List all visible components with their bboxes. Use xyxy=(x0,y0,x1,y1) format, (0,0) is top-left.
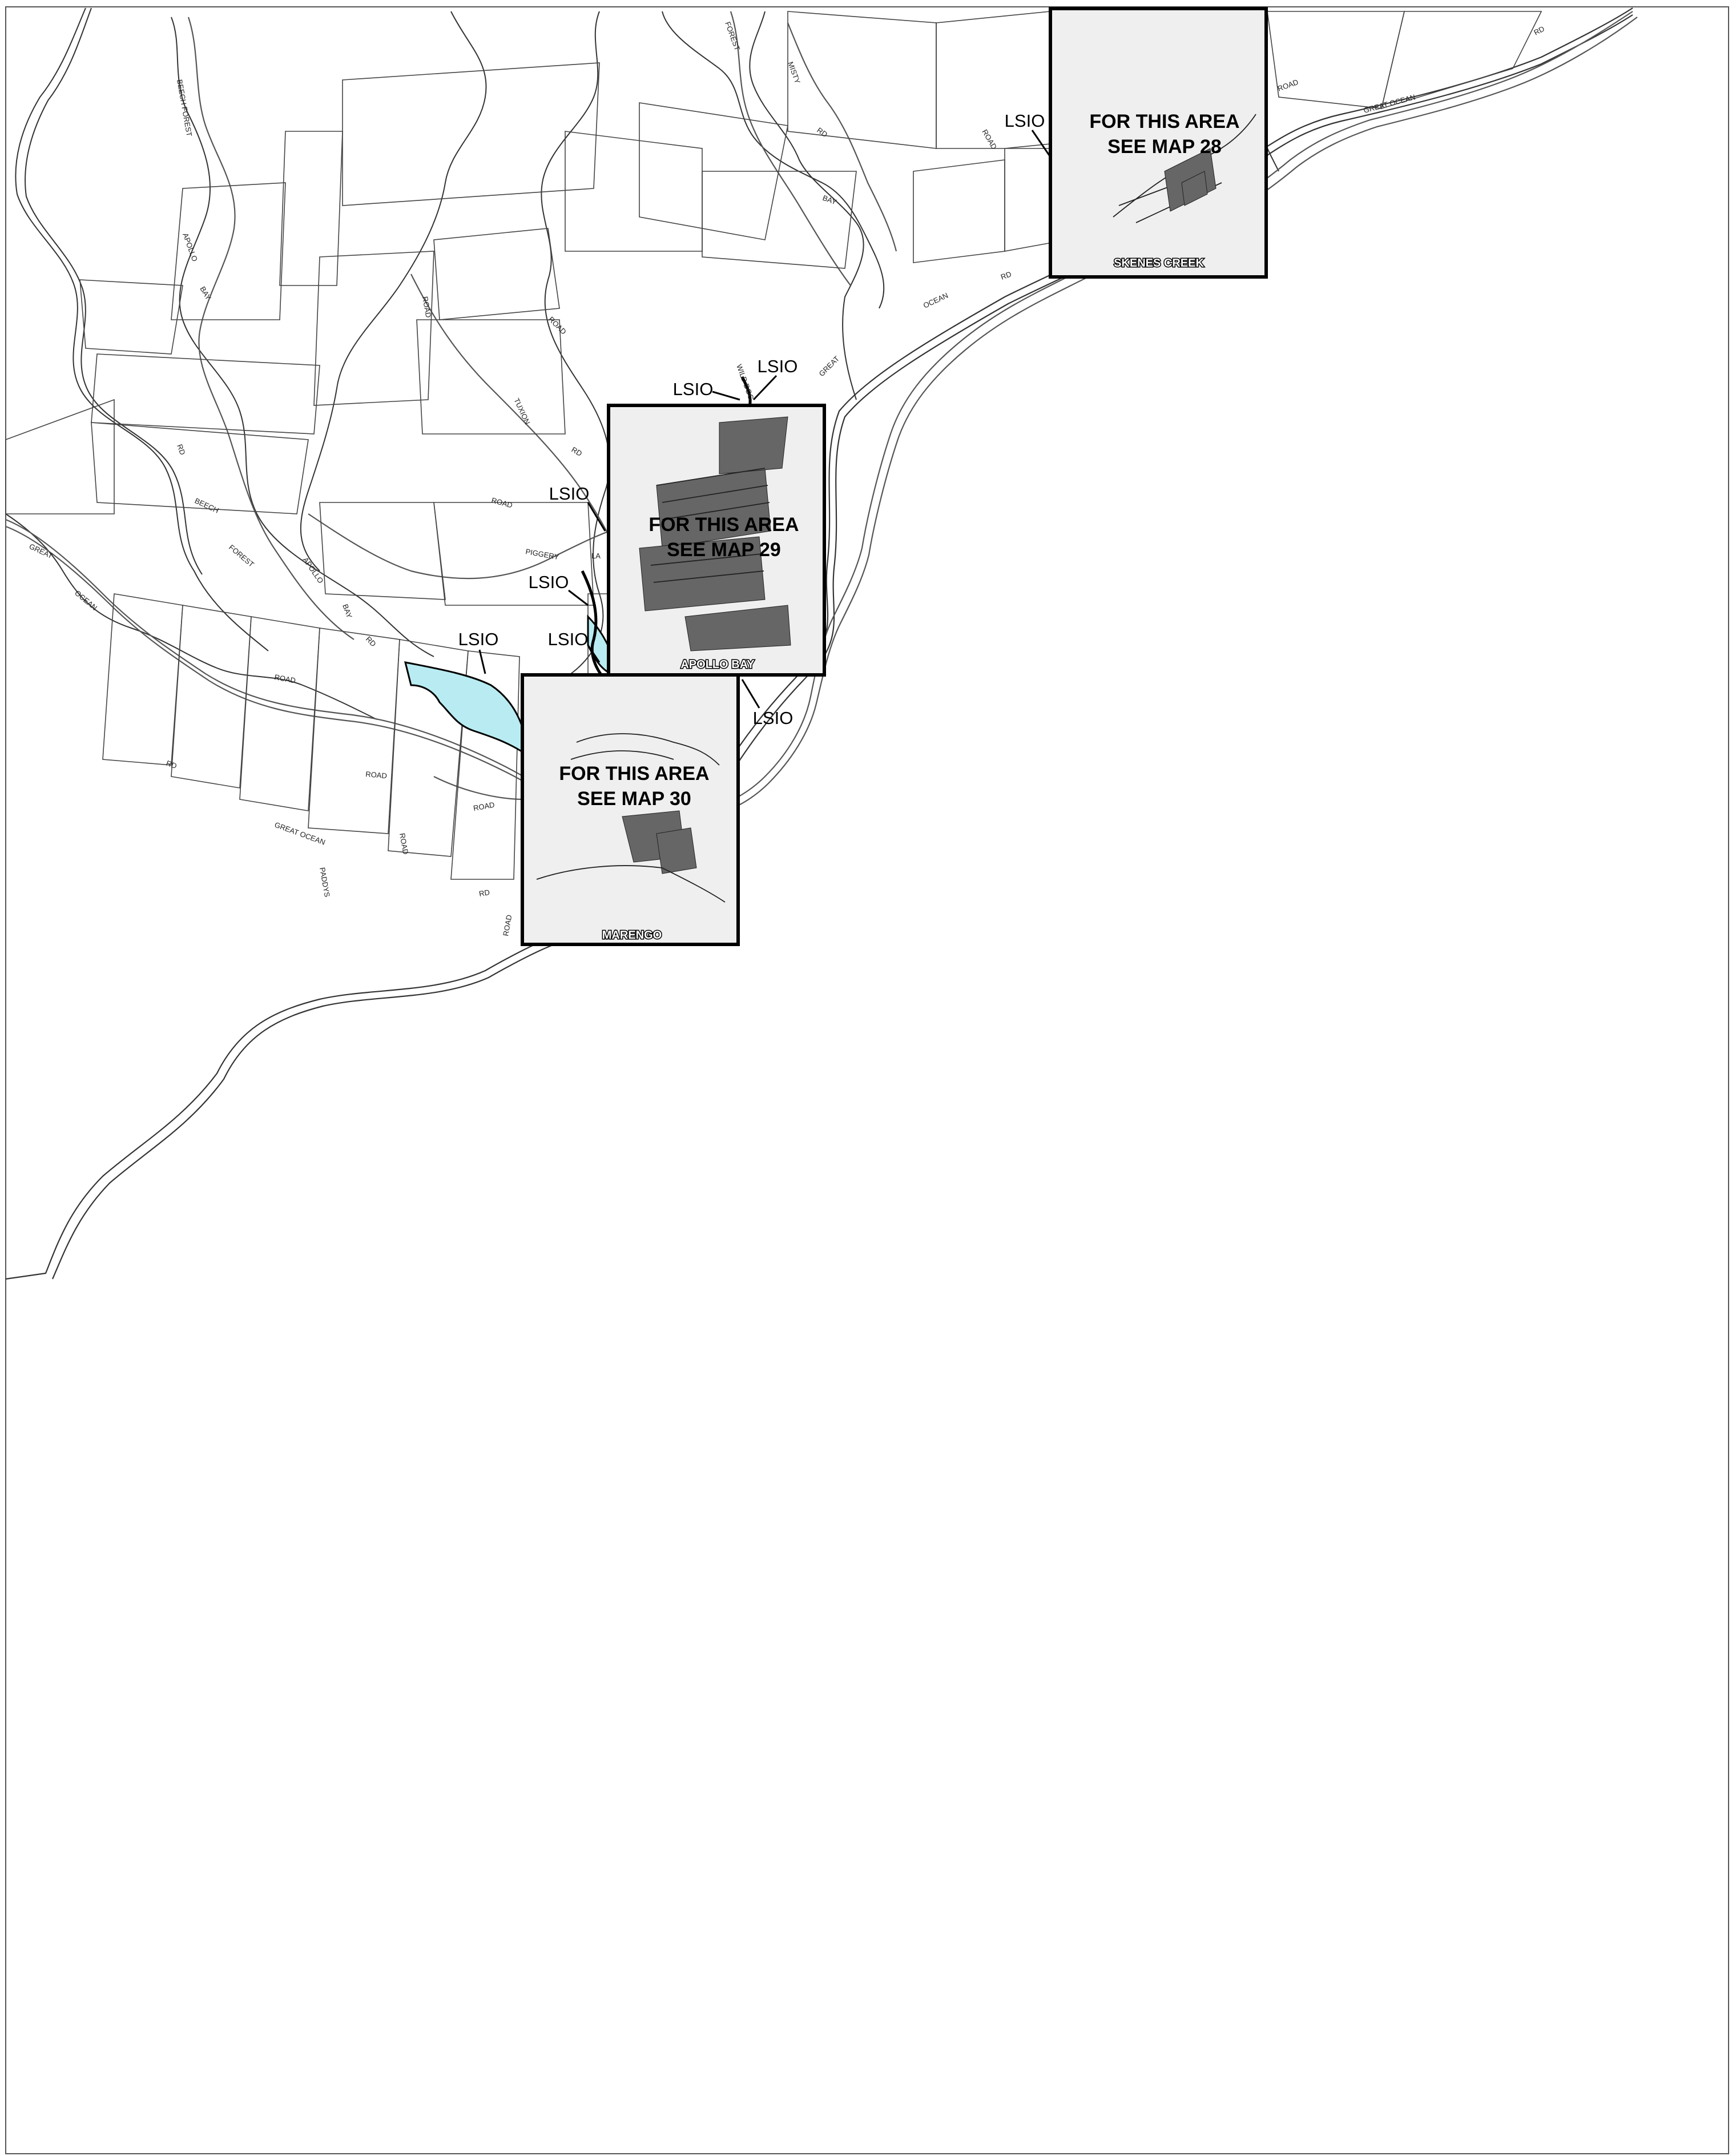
inset-map-28[interactable]: FOR THIS AREA SEE MAP 28 SKENES CREEK xyxy=(1049,7,1268,279)
road-label-rd-southwest: RD xyxy=(165,759,178,771)
inset-30-town: MARENGO xyxy=(602,929,662,942)
road-label-forest-west: FOREST xyxy=(227,543,256,569)
road-label-road-barham: ROAD xyxy=(473,801,496,812)
road-label-great-ocean-south: GREAT OCEAN xyxy=(273,820,327,847)
road-label-great-west: GREAT xyxy=(28,542,54,560)
inset-30-line2: SEE MAP 30 xyxy=(577,788,691,810)
road-label-forest-north: FOREST xyxy=(723,21,742,52)
road-label-ocean-west: OCEAN xyxy=(73,589,99,612)
road-label-bay-west: BAY xyxy=(198,285,213,301)
road-label-great-ocean-east: GREAT OCEAN xyxy=(1363,92,1416,115)
lsio-overlay xyxy=(404,376,752,755)
lsio-label-apollo-bay: LSIO xyxy=(753,708,794,728)
lsio-label-piggery: LSIO xyxy=(549,484,590,504)
cadastral-parcels xyxy=(5,11,1542,880)
road-label-bay-north: BAY xyxy=(821,194,838,207)
lsio-label-skenes: LSIO xyxy=(1005,111,1045,131)
lsio-area-barham-river xyxy=(404,661,526,755)
coastline xyxy=(5,7,1633,1280)
road-label-misty: MISTY xyxy=(786,61,802,85)
road-label-road-centre: ROAD xyxy=(421,296,433,319)
road-label-road-south: ROAD xyxy=(365,770,388,780)
lsio-labels: LSIO LSIO LSIO LSIO LSIO LSIO LSIO LSIO xyxy=(458,111,1050,728)
road-label-beech: BEECH xyxy=(194,496,220,515)
road-label-bay-south: BAY xyxy=(341,603,354,620)
road-label-beech-forest: BEECH FOREST xyxy=(175,79,194,137)
inset-30-line1: FOR THIS AREA xyxy=(559,763,709,785)
road-label-road-skenes: ROAD xyxy=(1276,78,1299,93)
road-label-apollo-west: APOLLO xyxy=(301,556,325,585)
lsio-label-ne-2: LSIO xyxy=(673,379,714,399)
road-label-road-north: ROAD xyxy=(980,128,998,151)
road-label-rd-north: RD xyxy=(1000,270,1013,281)
inset-28-town: SKENES CREEK xyxy=(1114,257,1204,270)
road-label-rd-bay: RD xyxy=(364,635,378,649)
road-label-rd-marengo: RD xyxy=(478,888,490,898)
road-label-road-2: ROAD xyxy=(547,315,568,336)
road-label-road-marengo: ROAD xyxy=(501,914,513,937)
road-label-great-north: GREAT xyxy=(817,354,841,378)
inset-28-line2: SEE MAP 28 xyxy=(1107,136,1222,158)
road-label-wild-dog: WILD DOG xyxy=(735,363,756,401)
lsio-label-barham: LSIO xyxy=(458,629,499,649)
lsio-label-ne-1: LSIO xyxy=(758,356,798,376)
road-label-rd-centre: RD xyxy=(570,445,584,458)
inset-29-town: APOLLO BAY xyxy=(680,658,755,671)
road-label-tuxion: TUXION xyxy=(512,397,531,426)
road-label-road-west: ROAD xyxy=(273,673,296,685)
road-label-paddys: PADDYS xyxy=(318,867,332,898)
road-label-rd-misty: RD xyxy=(815,126,829,139)
road-label-la: LA xyxy=(591,552,601,560)
road-label-piggery: PIGGERY xyxy=(525,547,559,561)
lsio-label-west-2: LSIO xyxy=(548,629,589,649)
road-label-apollo-north: APOLLO xyxy=(181,232,199,263)
map-frame xyxy=(5,6,1729,2154)
roads xyxy=(5,11,1638,836)
road-label-road-3: ROAD xyxy=(490,496,513,509)
inset-map-29[interactable]: FOR THIS AREA SEE MAP 29 APOLLO BAY xyxy=(607,404,826,677)
lsio-line-west xyxy=(581,570,606,681)
inset-28-line1: FOR THIS AREA xyxy=(1089,111,1239,132)
lsio-label-west-1: LSIO xyxy=(529,572,569,592)
road-label-road-paddys: ROAD xyxy=(398,832,410,855)
inset-29-line1: FOR THIS AREA xyxy=(649,514,799,536)
road-label-rd-west: RD xyxy=(175,443,187,456)
road-label-ocean-north: OCEAN xyxy=(922,291,949,310)
inset-map-30[interactable]: FOR THIS AREA SEE MAP 30 MARENGO xyxy=(521,673,740,946)
inset-29-line2: SEE MAP 29 xyxy=(667,539,781,561)
